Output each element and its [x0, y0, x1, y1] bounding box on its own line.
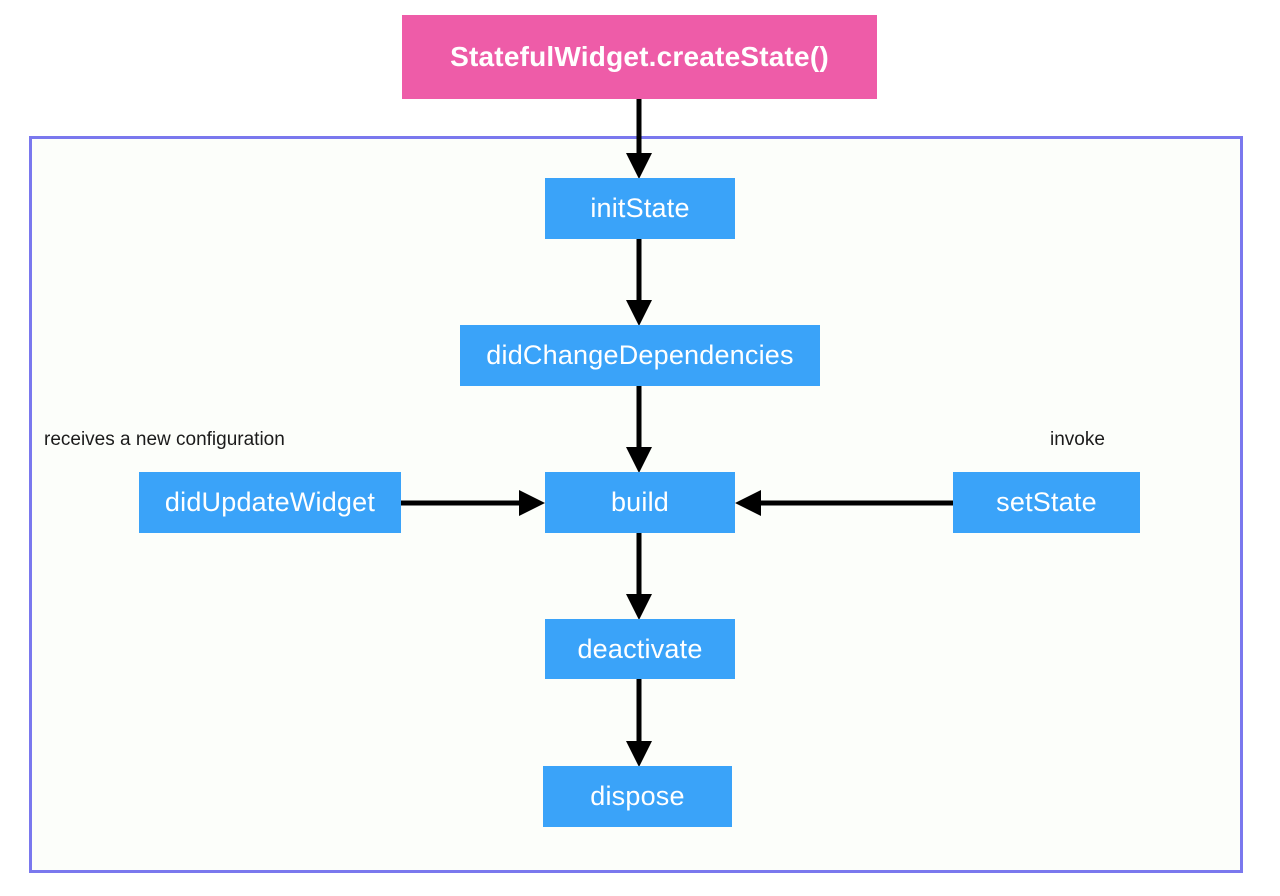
node-build-label: build [610, 487, 670, 517]
node-did-change-dependencies[interactable]: didChangeDependencies [460, 325, 820, 386]
node-deactivate[interactable]: deactivate [545, 619, 735, 679]
node-did-change-dependencies-label: didChangeDependencies [486, 340, 794, 370]
node-build[interactable]: build [545, 472, 735, 533]
node-did-update-widget-label: didUpdateWidget [164, 487, 376, 517]
node-dispose[interactable]: dispose [543, 766, 732, 827]
node-dispose-label: dispose [590, 781, 685, 811]
node-deactivate-label: deactivate [577, 633, 703, 664]
node-did-update-widget[interactable]: didUpdateWidget [139, 472, 401, 533]
node-init-state-label: initState [590, 193, 690, 223]
annotation-did-update-widget-label: receives a new configuration [44, 429, 285, 450]
annotation-set-state: invoke [1050, 429, 1105, 451]
node-set-state-label: setState [996, 487, 1097, 517]
annotation-did-update-widget: receives a new configuration [44, 429, 285, 451]
node-create-state-label: StatefulWidget.createState() [450, 41, 829, 72]
node-set-state[interactable]: setState [953, 472, 1140, 533]
annotation-set-state-label: invoke [1050, 429, 1105, 450]
node-create-state[interactable]: StatefulWidget.createState() [402, 15, 877, 99]
node-init-state[interactable]: initState [545, 178, 735, 239]
